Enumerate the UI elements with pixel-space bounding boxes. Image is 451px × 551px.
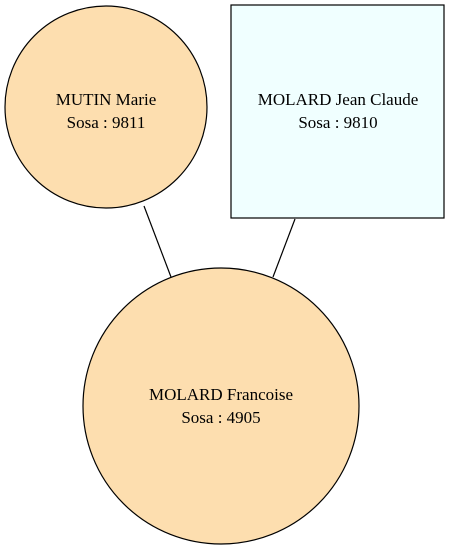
node-child-sosa: Sosa : 4905 bbox=[181, 408, 260, 427]
edge-mother-to-child bbox=[143, 205, 172, 278]
node-father-name: MOLARD Jean Claude bbox=[258, 90, 419, 109]
node-mother[interactable]: MUTIN Marie Sosa : 9811 bbox=[4, 5, 208, 209]
edge-father-to-child bbox=[272, 218, 296, 278]
node-mother-name: MUTIN Marie bbox=[56, 90, 157, 109]
node-child-name: MOLARD Francoise bbox=[149, 385, 293, 404]
node-father-shape bbox=[230, 4, 445, 219]
node-child[interactable]: MOLARD Francoise Sosa : 4905 bbox=[82, 267, 360, 545]
node-father[interactable]: MOLARD Jean Claude Sosa : 9810 bbox=[230, 4, 445, 219]
node-mother-sosa: Sosa : 9811 bbox=[67, 113, 146, 132]
node-child-shape bbox=[82, 267, 360, 545]
node-father-sosa: Sosa : 9810 bbox=[298, 113, 377, 132]
node-mother-shape bbox=[4, 5, 208, 209]
